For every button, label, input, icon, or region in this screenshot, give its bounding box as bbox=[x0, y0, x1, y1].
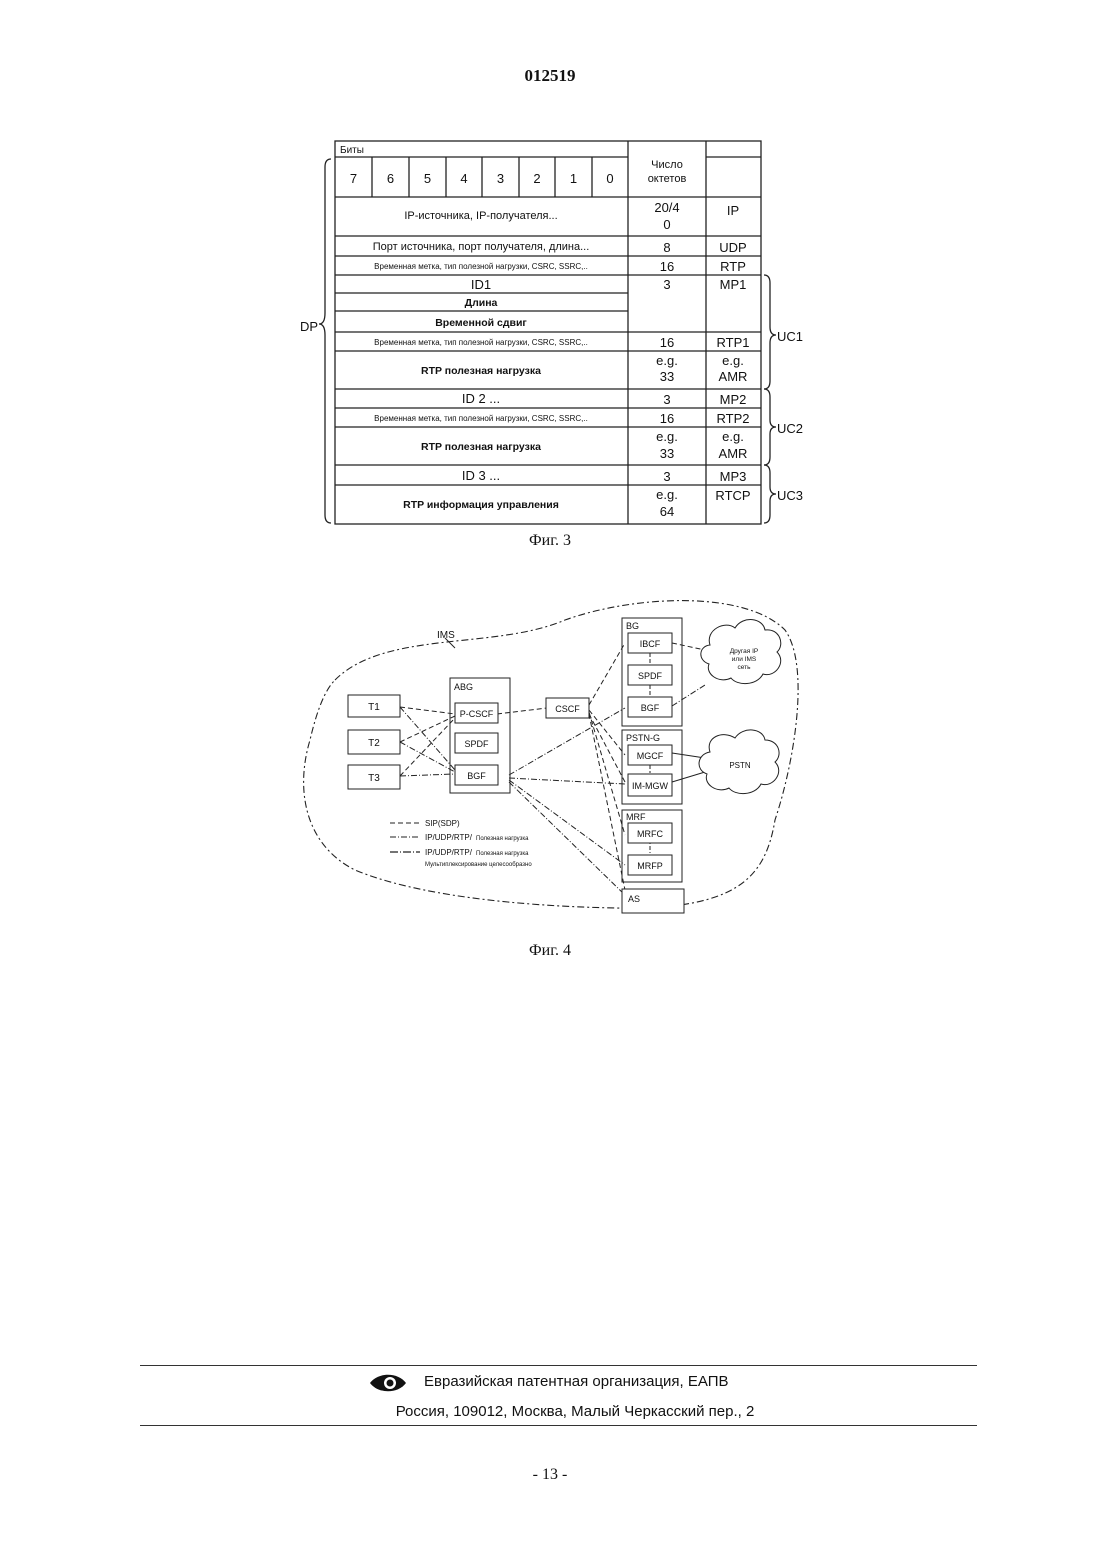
bit-number: 7 bbox=[350, 171, 357, 186]
row-proto: UDP bbox=[719, 240, 746, 255]
footer-divider-bottom bbox=[140, 1425, 977, 1426]
row-desc: Временной сдвиг bbox=[435, 317, 527, 329]
bit-number: 5 bbox=[424, 171, 431, 186]
row-octets: 0 bbox=[663, 217, 670, 232]
bit-number: 4 bbox=[460, 171, 467, 186]
row-octets: 16 bbox=[660, 411, 674, 426]
figure-4-ims-diagram: IMS bbox=[295, 590, 805, 930]
bits-label: Биты bbox=[340, 145, 364, 156]
mrf-mrfc: MRFC bbox=[637, 829, 663, 839]
row-proto: RTCP bbox=[715, 488, 750, 503]
bit-number: 2 bbox=[533, 171, 540, 186]
row-proto: IP bbox=[727, 203, 739, 218]
row-desc: Порт источника, порт получателя, длина..… bbox=[373, 241, 590, 253]
footer-divider-top bbox=[140, 1365, 977, 1366]
pstn-g-im-mgw: IM-MGW bbox=[632, 781, 668, 791]
row-proto: RTP1 bbox=[717, 335, 750, 350]
row-proto: RTP2 bbox=[717, 411, 750, 426]
row-desc: Временная метка, тип полезной нагрузки, … bbox=[374, 414, 588, 423]
row-proto: MP2 bbox=[720, 392, 747, 407]
pstn-g-label: PSTN-G bbox=[626, 733, 660, 743]
legend-mux-note: Мультиплексирование целесообразно bbox=[425, 862, 532, 868]
row-desc: RTP полезная нагрузка bbox=[421, 441, 541, 453]
row-desc: ID1 bbox=[471, 277, 491, 292]
row-proto: AMR bbox=[719, 369, 748, 384]
cloud-other-text: сеть bbox=[737, 664, 751, 671]
row-octets: 20/4 bbox=[654, 200, 679, 215]
footer-address: Россия, 109012, Москва, Малый Черкасский… bbox=[0, 1403, 1100, 1420]
row-octets: 16 bbox=[660, 335, 674, 350]
row-octets: 33 bbox=[660, 369, 674, 384]
row-proto: MP1 bbox=[720, 277, 747, 292]
figure-3-packet-table: Биты 7 6 5 4 3 2 1 0 Число октетов IP-ис… bbox=[290, 135, 820, 530]
abg-bgf: BGF bbox=[467, 771, 486, 781]
bg-label: BG bbox=[626, 621, 639, 631]
footer-organization: Евразийская патентная организация, ЕАПВ bbox=[424, 1373, 729, 1390]
row-octets: e.g. bbox=[656, 429, 678, 444]
abg-label: ABG bbox=[454, 682, 473, 692]
cloud-pstn-text: PSTN bbox=[729, 761, 751, 770]
brace-label-uc2: UC2 bbox=[777, 421, 803, 436]
row-desc: RTP информация управления bbox=[403, 499, 559, 511]
row-desc: RTP полезная нагрузка bbox=[421, 365, 541, 377]
row-desc: ID 3 ... bbox=[462, 468, 500, 483]
as-node: AS bbox=[628, 894, 640, 904]
terminal-t2: T2 bbox=[368, 738, 380, 749]
abg-p-cscf: P-CSCF bbox=[460, 709, 494, 719]
abg-spdf: SPDF bbox=[464, 739, 489, 749]
legend-payload: IP/UDP/RTP/ bbox=[425, 833, 473, 842]
row-octets: 3 bbox=[663, 392, 670, 407]
row-proto: RTP bbox=[720, 259, 746, 274]
pstn-g-mgcf: MGCF bbox=[637, 751, 664, 761]
brace-label-uc3: UC3 bbox=[777, 488, 803, 503]
row-desc: Временная метка, тип полезной нагрузки, … bbox=[374, 262, 588, 271]
row-proto: e.g. bbox=[722, 429, 744, 444]
row-octets: 16 bbox=[660, 259, 674, 274]
bg-ibcf: IBCF bbox=[640, 639, 661, 649]
octets-header: октетов bbox=[648, 173, 687, 185]
bg-bgf: BGF bbox=[641, 703, 660, 713]
legend-mux: IP/UDP/RTP/ bbox=[425, 848, 473, 857]
row-octets: 8 bbox=[663, 240, 670, 255]
page-number: - 13 - bbox=[0, 1466, 1100, 1484]
cscf-node: CSCF bbox=[555, 704, 580, 714]
row-proto: e.g. bbox=[722, 353, 744, 368]
mrf-label: MRF bbox=[626, 812, 646, 822]
figure-3-caption: Фиг. 3 bbox=[0, 532, 1100, 550]
ims-label: IMS bbox=[437, 630, 455, 641]
bit-number: 6 bbox=[387, 171, 394, 186]
row-desc: IP-источника, IP-получателя... bbox=[404, 210, 557, 222]
legend-sip: SIP(SDP) bbox=[425, 819, 460, 828]
legend-mux-suffix: Полезная нагрузка bbox=[476, 851, 529, 857]
cloud-other-text: Другая IP bbox=[730, 648, 759, 655]
bit-number: 1 bbox=[570, 171, 577, 186]
row-octets: 33 bbox=[660, 446, 674, 461]
terminal-t3: T3 bbox=[368, 773, 380, 784]
row-desc: Длина bbox=[465, 297, 498, 309]
bg-spdf: SPDF bbox=[638, 671, 663, 681]
terminal-t1: T1 bbox=[368, 702, 380, 713]
cloud-other-text: или IMS bbox=[732, 656, 757, 663]
brace-label-dp: DP bbox=[300, 319, 318, 334]
legend: SIP(SDP) IP/UDP/RTP/ Полезная нагрузка I… bbox=[390, 819, 532, 868]
row-octets: e.g. bbox=[656, 487, 678, 502]
eapo-logo-icon bbox=[368, 1371, 408, 1395]
mrf-mrfp: MRFP bbox=[637, 861, 663, 871]
row-desc: Временная метка, тип полезной нагрузки, … bbox=[374, 338, 588, 347]
row-octets: 3 bbox=[663, 277, 670, 292]
row-octets: 3 bbox=[663, 469, 670, 484]
bit-number: 0 bbox=[606, 171, 613, 186]
row-desc: ID 2 ... bbox=[462, 391, 500, 406]
document-number: 012519 bbox=[0, 66, 1100, 86]
row-octets: 64 bbox=[660, 504, 674, 519]
row-proto: MP3 bbox=[720, 469, 747, 484]
legend-payload-suffix: Полезная нагрузка bbox=[476, 836, 529, 842]
bit-number: 3 bbox=[497, 171, 504, 186]
figure-4-caption: Фиг. 4 bbox=[0, 942, 1100, 960]
brace-label-uc1: UC1 bbox=[777, 329, 803, 344]
row-proto: AMR bbox=[719, 446, 748, 461]
row-octets: e.g. bbox=[656, 353, 678, 368]
octets-header: Число bbox=[651, 159, 683, 171]
